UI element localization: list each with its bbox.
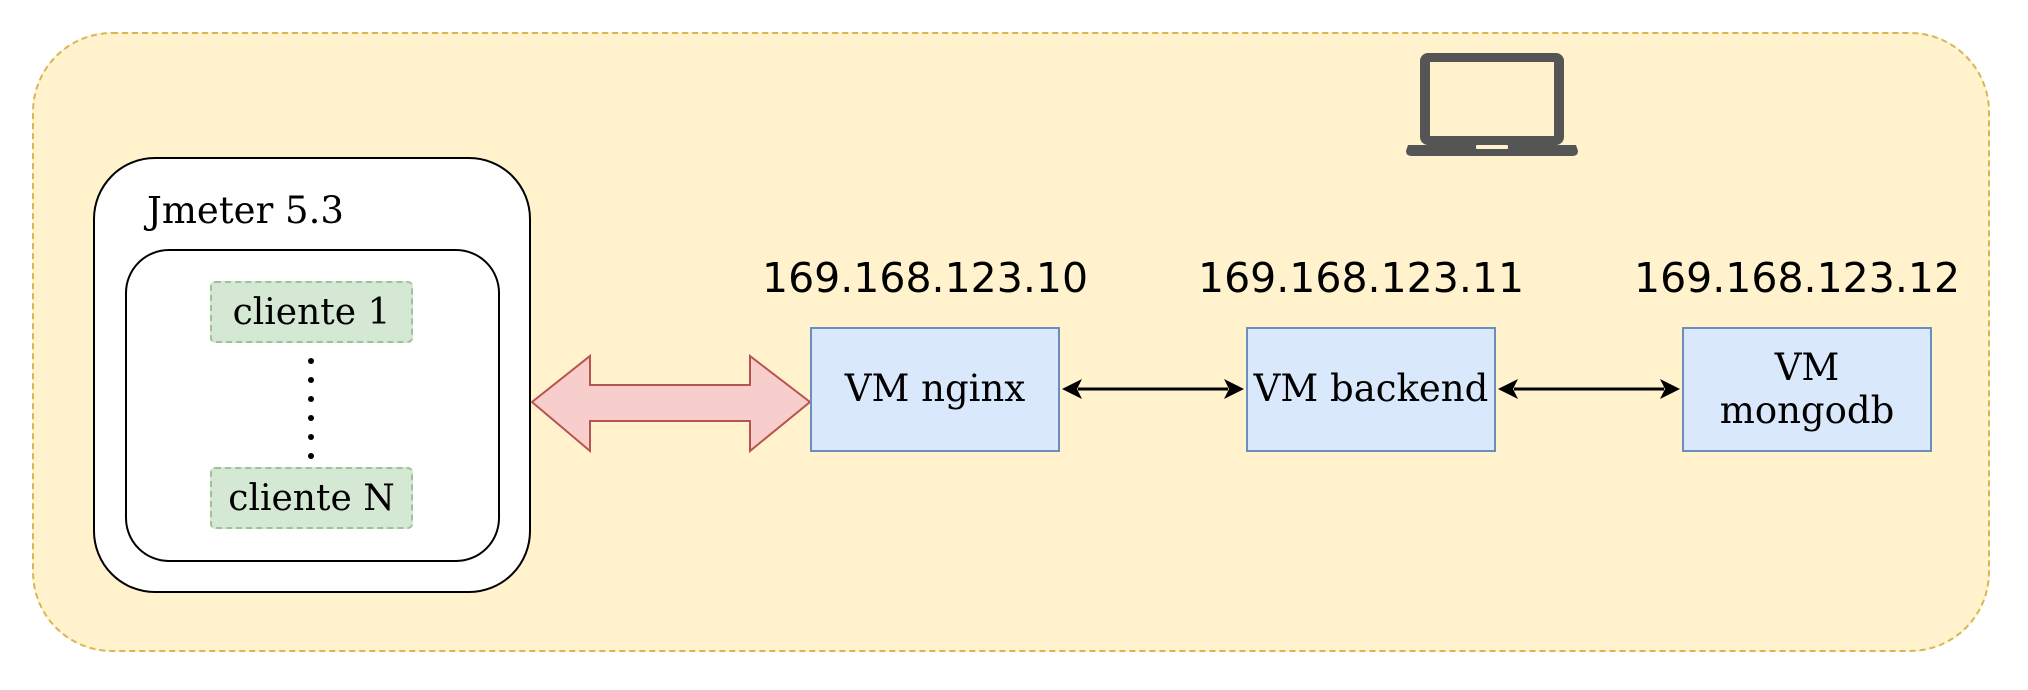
vm-nginx-box: VM nginx xyxy=(810,327,1060,452)
vm-backend-box: VM backend xyxy=(1246,327,1496,452)
client-first: cliente 1 xyxy=(210,281,413,343)
ip-address-nginx: 169.168.123.10 xyxy=(762,254,1089,302)
ip-address-backend: 169.168.123.11 xyxy=(1198,254,1525,302)
ip-address-mongodb: 169.168.123.12 xyxy=(1634,254,1961,302)
arrow-backend-mongodb xyxy=(1498,379,1680,399)
client-last: cliente N xyxy=(210,467,413,529)
double-arrow-icon xyxy=(530,353,812,454)
jmeter-label: Jmeter 5.3 xyxy=(147,189,344,232)
arrow-nginx-backend xyxy=(1062,379,1244,399)
vm-mongodb-box: VM mongodb xyxy=(1682,327,1932,452)
ellipsis-dots xyxy=(308,358,314,459)
laptop-icon xyxy=(1406,53,1578,156)
